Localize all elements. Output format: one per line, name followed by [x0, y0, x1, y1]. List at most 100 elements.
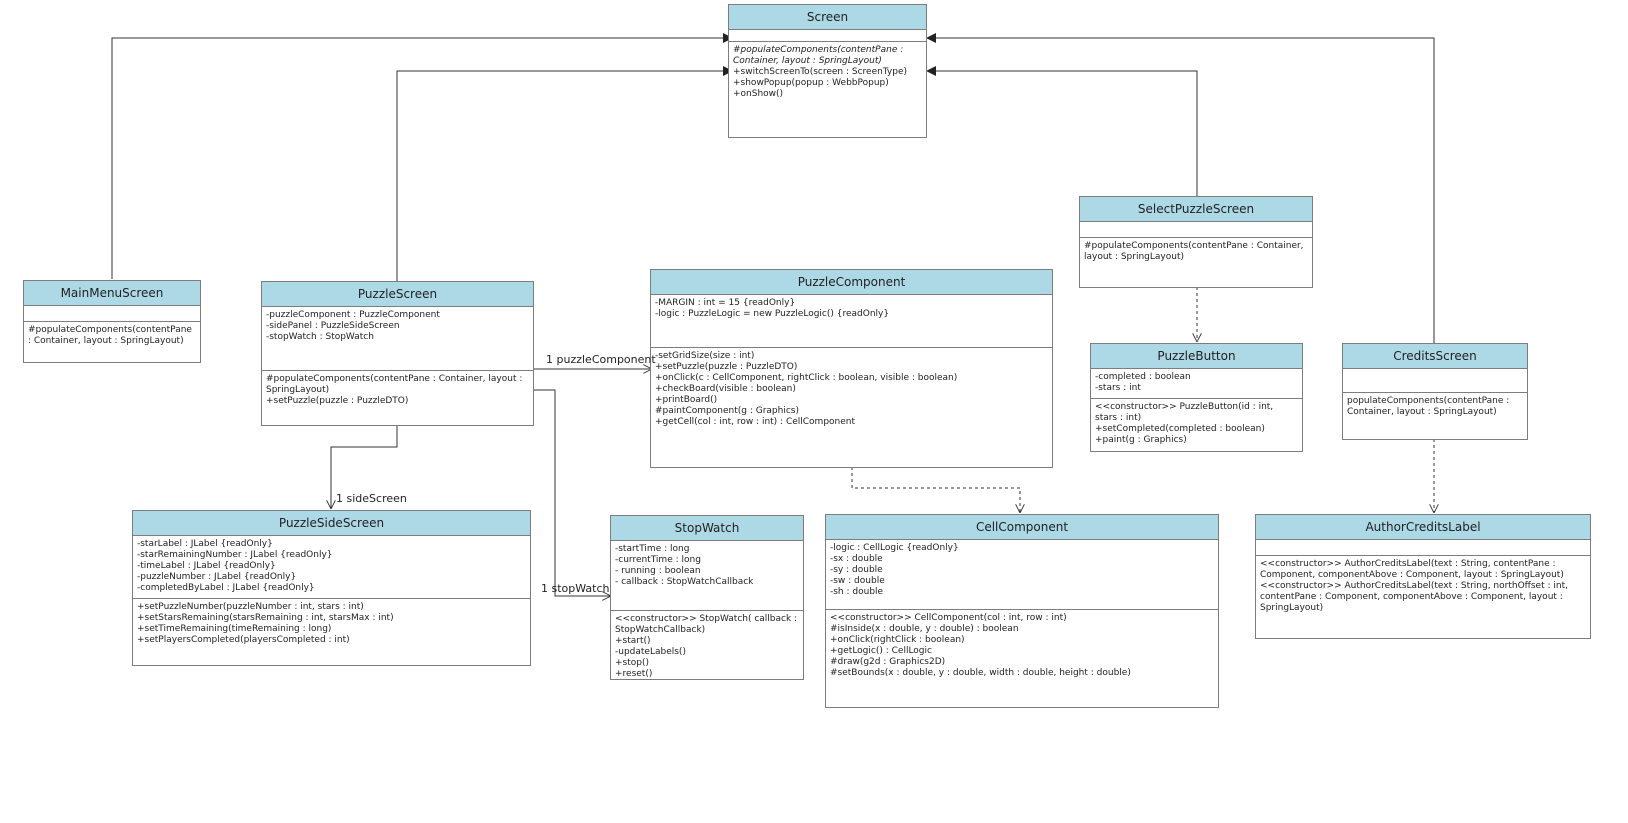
operation: +onClick(c : CellComponent, rightClick :… — [655, 373, 958, 383]
operation: +printBoard() — [655, 395, 718, 405]
operation: -setGridSize(size : int) — [655, 351, 755, 361]
attribute: -completedByLabel : JLabel {readOnly} — [137, 583, 315, 593]
attribute: -startTime : long — [615, 544, 690, 554]
operation: +getLogic() : CellLogic — [830, 646, 932, 656]
operation: +checkBoard(visible : boolean) — [655, 384, 796, 394]
operations-section: #populateComponents(contentPane : Contai… — [729, 42, 926, 103]
edge-puzzlecomponent-to-cellcomponent — [851, 467, 1020, 513]
attributes-section — [1256, 540, 1590, 556]
attributes-section — [1080, 222, 1312, 238]
class-name: StopWatch — [611, 516, 803, 541]
attribute: -sw : double — [830, 576, 885, 586]
operation: +switchScreenTo(screen : ScreenType) — [733, 67, 907, 77]
class-name: Screen — [729, 5, 926, 30]
operation: #isInside(x : double, y : double) : bool… — [830, 624, 1019, 634]
class-puzzle-side-screen[interactable]: PuzzleSideScreen -starLabel : JLabel {re… — [132, 510, 531, 666]
edge-label-puzzle-component: 1 puzzleComponent — [546, 353, 656, 366]
operation: +setTimeRemaining(timeRemaining : long) — [137, 624, 332, 634]
operations-section: #populateComponents(contentPane : Contai… — [24, 322, 200, 350]
edge-mainmenu-to-screen — [111, 33, 733, 279]
class-main-menu-screen[interactable]: MainMenuScreen #populateComponents(conte… — [23, 280, 201, 363]
attributes-section — [729, 30, 926, 42]
attributes-section: -puzzleComponent : PuzzleComponent-sideP… — [262, 307, 533, 371]
attribute: -currentTime : long — [615, 555, 701, 565]
operation: +setPuzzle(puzzle : PuzzleDTO) — [655, 362, 798, 372]
operation: +showPopup(popup : WebbPopup) — [733, 78, 889, 88]
attribute: -completed : boolean — [1095, 372, 1191, 382]
operation: +getCell(col : int, row : int) : CellCom… — [655, 417, 856, 427]
attribute: -logic : CellLogic {readOnly} — [830, 543, 959, 553]
operation: #populateComponents(contentPane : Contai… — [733, 45, 907, 66]
attribute: -sh : double — [830, 587, 884, 597]
operation: -updateLabels() — [615, 647, 686, 657]
class-screen[interactable]: Screen #populateComponents(contentPane :… — [728, 4, 927, 138]
operation: #populateComponents(contentPane : Contai… — [266, 374, 526, 395]
edge-puzzlescreen-to-stopwatch — [534, 389, 611, 596]
operation: #draw(g2d : Graphics2D) — [830, 657, 946, 667]
class-puzzle-button[interactable]: PuzzleButton -completed : boolean-stars … — [1090, 343, 1303, 452]
operation: +setStarsRemaining(starsRemaining : int,… — [137, 613, 394, 623]
operation: <<constructor>> AuthorCreditsLabel(text … — [1260, 559, 1564, 580]
operations-section: -setGridSize(size : int)+setPuzzle(puzzl… — [651, 348, 1052, 431]
attribute: -sy : double — [830, 565, 883, 575]
attributes-section: -logic : CellLogic {readOnly}-sx : doubl… — [826, 540, 1218, 610]
attributes-section: -starLabel : JLabel {readOnly}-starRemai… — [133, 536, 530, 599]
operation: <<constructor>> StopWatch( callback : St… — [615, 614, 800, 635]
edge-credits-to-screen — [926, 33, 1435, 343]
class-name: SelectPuzzleScreen — [1080, 197, 1312, 222]
operation: #paintComponent(g : Graphics) — [655, 406, 799, 416]
operation: +setCompleted(completed : boolean) — [1095, 424, 1265, 434]
class-select-puzzle-screen[interactable]: SelectPuzzleScreen #populateComponents(c… — [1079, 196, 1313, 288]
class-name: PuzzleScreen — [262, 282, 533, 307]
operations-section: #populateComponents(contentPane : Contai… — [262, 371, 533, 410]
attributes-section: -completed : boolean-stars : int — [1091, 369, 1302, 399]
attribute: -timeLabel : JLabel {readOnly} — [137, 561, 276, 571]
attribute: -puzzleNumber : JLabel {readOnly} — [137, 572, 297, 582]
attribute: -MARGIN : int = 15 {readOnly} — [655, 298, 796, 308]
attribute: -sx : double — [830, 554, 883, 564]
class-name: PuzzleComponent — [651, 270, 1052, 295]
edge-label-stop-watch: 1 stopWatch — [541, 582, 610, 595]
attribute: -starRemainingNumber : JLabel {readOnly} — [137, 550, 333, 560]
edge-puzzlescreen-to-sidescreen — [331, 425, 398, 509]
class-puzzle-screen[interactable]: PuzzleScreen -puzzleComponent : PuzzleCo… — [261, 281, 534, 426]
operation: <<constructor>> CellComponent(col : int,… — [830, 613, 1067, 623]
attributes-section — [24, 306, 200, 322]
operation: +setPuzzleNumber(puzzleNumber : int, sta… — [137, 602, 364, 612]
edge-label-side-screen: 1 sideScreen — [336, 492, 407, 505]
operation: +start() — [615, 636, 651, 646]
operation: +setPuzzle(puzzle : PuzzleDTO) — [266, 396, 409, 406]
class-name: PuzzleSideScreen — [133, 511, 530, 536]
class-name: AuthorCreditsLabel — [1256, 515, 1590, 540]
operations-section: <<constructor>> AuthorCreditsLabel(text … — [1256, 556, 1590, 617]
operation: +reset() — [615, 669, 653, 679]
operation: +setPlayersCompleted(playersCompleted : … — [137, 635, 350, 645]
operations-section: <<constructor>> StopWatch( callback : St… — [611, 611, 803, 683]
operation: +stop() — [615, 658, 650, 668]
attribute: -logic : PuzzleLogic = new PuzzleLogic()… — [655, 309, 890, 319]
operation: #setBounds(x : double, y : double, width… — [830, 668, 1131, 678]
edge-selectpuzzle-to-screen — [926, 66, 1198, 196]
class-cell-component[interactable]: CellComponent -logic : CellLogic {readOn… — [825, 514, 1219, 708]
operation: +onClick(rightClick : boolean) — [830, 635, 965, 645]
attribute: -stopWatch : StopWatch — [266, 332, 374, 342]
operations-section: #populateComponents(contentPane : Contai… — [1080, 238, 1312, 266]
operations-section: +setPuzzleNumber(puzzleNumber : int, sta… — [133, 599, 530, 649]
class-credits-screen[interactable]: CreditsScreen populateComponents(content… — [1342, 343, 1528, 440]
operation: +onShow() — [733, 89, 784, 99]
operation: <<constructor>> AuthorCreditsLabel(text … — [1260, 581, 1571, 613]
class-puzzle-component[interactable]: PuzzleComponent -MARGIN : int = 15 {read… — [650, 269, 1053, 468]
attribute: -stars : int — [1095, 383, 1141, 393]
class-name: CellComponent — [826, 515, 1218, 540]
attribute: - running : boolean — [615, 566, 701, 576]
class-stop-watch[interactable]: StopWatch -startTime : long-currentTime … — [610, 515, 804, 680]
attributes-section: -MARGIN : int = 15 {readOnly}-logic : Pu… — [651, 295, 1052, 348]
attributes-section — [1343, 369, 1527, 393]
class-name: MainMenuScreen — [24, 281, 200, 306]
operations-section: populateComponents(contentPane : Contain… — [1343, 393, 1527, 421]
attribute: -puzzleComponent : PuzzleComponent — [266, 310, 440, 320]
class-author-credits-label[interactable]: AuthorCreditsLabel <<constructor>> Autho… — [1255, 514, 1591, 639]
attribute: -starLabel : JLabel {readOnly} — [137, 539, 273, 549]
